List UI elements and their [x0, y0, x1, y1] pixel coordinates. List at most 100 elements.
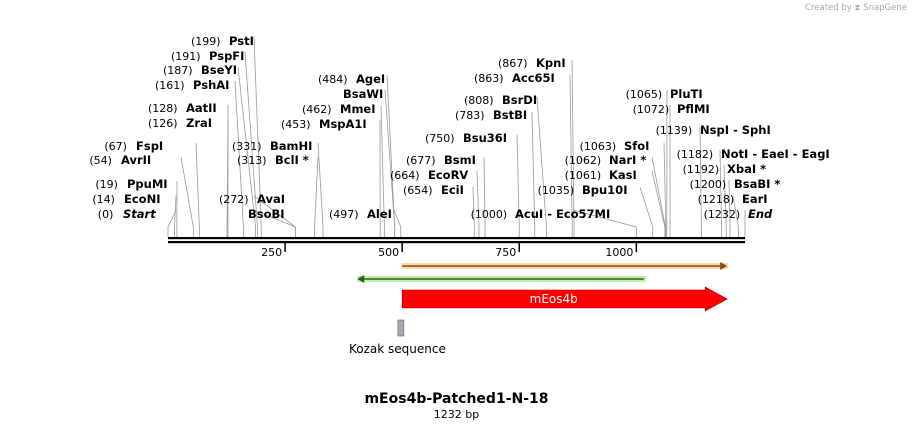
site-position: (191) [171, 50, 201, 63]
site-label: (187)BseYI [163, 63, 237, 77]
enzyme-name: BsrDI [502, 93, 537, 107]
enzyme-name: - EagI [789, 147, 830, 161]
site-leader-line [314, 156, 319, 237]
site-position: (1063) [580, 140, 617, 153]
site-position: (750) [425, 132, 455, 145]
site-leader-line [180, 156, 194, 237]
site-position: (1232) [704, 208, 741, 221]
site-leader-line [531, 111, 536, 237]
site-leader-line [386, 74, 396, 237]
site-label: (1065)PluTI [626, 87, 703, 101]
site-position: (497) [329, 208, 359, 221]
site-position: (808) [464, 94, 494, 107]
enzyme-name: AleI [367, 207, 392, 221]
features: mEos4b [357, 262, 729, 337]
enzyme-name: AatII [186, 101, 217, 115]
enzyme-name: PstI [229, 34, 254, 48]
cds-arrow [401, 286, 728, 312]
site-label: (1062) NarI * [565, 153, 647, 167]
enzyme-name: End [748, 207, 773, 221]
primer-reverse-arrowhead [357, 275, 365, 283]
enzyme-name: MmeI [340, 102, 376, 116]
site-position: (1182) [677, 148, 714, 161]
site-position: (1218) [698, 193, 735, 206]
kozak-box [397, 319, 405, 337]
site-label: (1200) BsaBI * [690, 177, 781, 191]
site-leader-line [393, 209, 402, 237]
site-position: (128) [148, 102, 178, 115]
enzyme-name: ZraI [186, 116, 212, 130]
enzyme-name: PluTI [670, 87, 703, 101]
site-position: (462) [302, 103, 332, 116]
site-position: (484) [318, 73, 348, 86]
site-position: (654) [403, 184, 433, 197]
ruler-tick-label: 500 [378, 246, 399, 259]
site-position: (867) [498, 57, 528, 70]
site-position: (1192) [683, 163, 720, 176]
enzyme-name: BseYI [201, 63, 237, 77]
enzyme-name: BsmI [444, 153, 476, 167]
site-leader-line [651, 156, 666, 237]
site-label: (1063)SfoI [580, 139, 650, 153]
site-position: (1200) [690, 178, 727, 191]
site-leader-line [569, 74, 573, 237]
map-length: 1232 bp [433, 408, 480, 421]
site-label: (14)EcoNI [92, 192, 160, 206]
enzyme-name: PpuMI [127, 177, 168, 191]
site-label: (54)AvrII [89, 153, 151, 167]
site-label: (67)FspI [104, 139, 163, 153]
site-label: (1182)NotI - EaeI - EagI [677, 147, 830, 161]
site-label: (272)AvaI [219, 192, 285, 206]
site-leader-line [380, 104, 385, 237]
enzyme-name: EcoRV [428, 168, 468, 182]
site-label: BsoBI [248, 207, 285, 221]
site-lines [167, 36, 746, 237]
site-label: (484) AgeI [318, 72, 385, 86]
site-label: (1192)XbaI * [683, 162, 767, 176]
site-leader-line [699, 126, 702, 237]
site-label: (0)Start [98, 207, 156, 221]
site-position: (1139) [656, 124, 693, 137]
cds-label: mEos4b [530, 292, 578, 306]
site-position: (1072) [633, 103, 670, 116]
credit-text: Created by [805, 3, 852, 13]
site-label: (654)EciI [403, 183, 464, 197]
site-label: (19) PpuMI [95, 177, 167, 191]
site-position: (54) [89, 154, 112, 167]
site-position: (1062) [565, 154, 602, 167]
site-label: BsaWI [343, 87, 383, 101]
enzyme-name: NarI * [609, 153, 646, 167]
enzyme-name: KpnI [536, 56, 566, 70]
enzyme-name: PshAI [193, 78, 229, 92]
enzyme-name: FspI [136, 139, 163, 153]
enzyme-name: - EaeI [748, 147, 788, 161]
map-title: mEos4b-Patched1-N-18 [364, 391, 549, 407]
site-label: (1061)KasI [565, 168, 637, 182]
site-position: (19) [95, 178, 118, 191]
site-label: (126)ZraI [148, 116, 212, 130]
site-label: (863)Acc65I [474, 71, 555, 85]
enzyme-name: BclI * [275, 153, 309, 167]
site-leader-line [516, 134, 520, 237]
site-leader-line [317, 142, 324, 237]
site-position: (161) [155, 79, 185, 92]
site-leader-line [571, 59, 575, 237]
site-leader-line [728, 179, 731, 237]
site-label: (677)BsmI [406, 153, 476, 167]
kozak-label: Kozak sequence [349, 342, 446, 356]
enzyme-name: NspI [700, 123, 729, 137]
site-label: (867) KpnI [498, 56, 566, 70]
primer-forward-arrowhead [720, 262, 728, 270]
site-label: (199) PstI [191, 34, 254, 48]
enzyme-name: AgeI [356, 72, 385, 86]
site-label: (1139)NspI - SphI [656, 123, 771, 137]
enzyme-name: BsaBI * [734, 177, 780, 191]
site-leader-line [476, 170, 480, 237]
site-leader-line [723, 164, 727, 237]
site-position: (199) [191, 35, 221, 48]
enzyme-name: BstBI [493, 108, 527, 122]
site-label: (664)EcoRV [390, 168, 468, 182]
credit-brand: SnapGene [863, 3, 907, 13]
enzyme-name: EcoNI [124, 192, 160, 206]
